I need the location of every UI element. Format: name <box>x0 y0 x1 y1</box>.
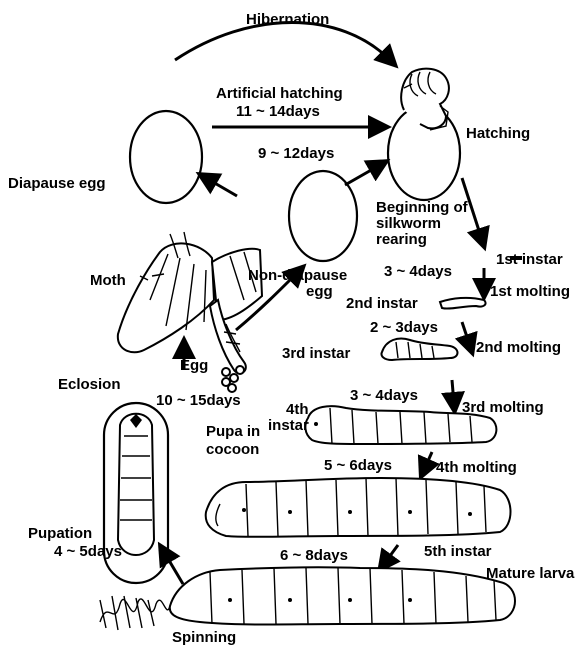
label-second-molting: 2nd molting <box>476 339 561 356</box>
label-days-6-8: 6 ~ 8days <box>280 547 348 564</box>
label-days-2-3: 2 ~ 3days <box>370 319 438 336</box>
label-days-3-4-b: 3 ~ 4days <box>350 387 418 404</box>
label-third-instar: 3rd instar <box>282 345 351 362</box>
silk-thread-lines <box>100 596 154 630</box>
label-second-instar: 2nd instar <box>346 295 418 312</box>
label-beginning-1: Beginning of <box>376 199 469 216</box>
label-moth: Moth <box>90 272 126 289</box>
diapause-egg-shape <box>130 111 202 203</box>
moth-figure <box>118 232 262 373</box>
label-pupa-2: cocoon <box>206 441 259 458</box>
label-pupa-1: Pupa in <box>206 423 260 440</box>
label-days-11-14: 11 ~ 14days <box>236 103 320 120</box>
third-molting-arrow <box>452 380 454 404</box>
label-fifth-instar: 5th instar <box>424 543 492 560</box>
label-mature-larva: Mature larva <box>486 565 575 582</box>
label-non-diapause-2: egg <box>306 283 333 300</box>
label-first-instar: 1st instar <box>496 251 563 268</box>
label-days-10-15: 10 ~ 15days <box>156 392 241 409</box>
label-days-5-6: 5 ~ 6days <box>324 457 392 474</box>
hibernation-arrow <box>175 23 390 61</box>
label-beginning-2: silkworm <box>376 215 441 232</box>
label-third-molting: 3rd molting <box>462 399 544 416</box>
fifth-instar-larva <box>206 478 511 537</box>
label-fourth-1: 4th <box>286 401 309 418</box>
mature-larva-figure <box>170 567 515 624</box>
second-instar-larva <box>440 298 486 309</box>
label-fourth-molting: 4th molting <box>436 459 517 476</box>
label-egg: Egg <box>180 357 208 374</box>
label-days-9-12: 9 ~ 12days <box>258 145 334 162</box>
label-first-molting: 1st molting <box>490 283 570 300</box>
label-spinning: Spinning <box>172 629 236 646</box>
label-non-diapause-1: Non-diapause <box>248 267 347 284</box>
label-artificial-hatching: Artificial hatching <box>216 85 343 102</box>
fourth-molting-arrow <box>424 452 432 470</box>
label-days-4-5: 4 ~ 5days <box>54 543 122 560</box>
label-diapause-egg: Diapause egg <box>8 175 106 192</box>
second-molting-arrow <box>462 322 470 346</box>
non-diapause-to-hatching-arrow <box>345 165 380 185</box>
label-beginning-3: rearing <box>376 231 427 248</box>
hatching-larva-figure <box>401 69 449 130</box>
to-mature-larva-arrow <box>384 545 398 564</box>
label-eclosion: Eclosion <box>58 376 121 393</box>
third-instar-larva <box>381 339 457 361</box>
label-hatching: Hatching <box>466 125 530 142</box>
label-hibernation: Hibernation <box>246 11 329 28</box>
label-fourth-2: instar <box>268 417 309 434</box>
silk-thread-scribble <box>100 599 170 622</box>
label-days-3-4-a: 3 ~ 4days <box>384 263 452 280</box>
label-pupation: Pupation <box>28 525 92 542</box>
